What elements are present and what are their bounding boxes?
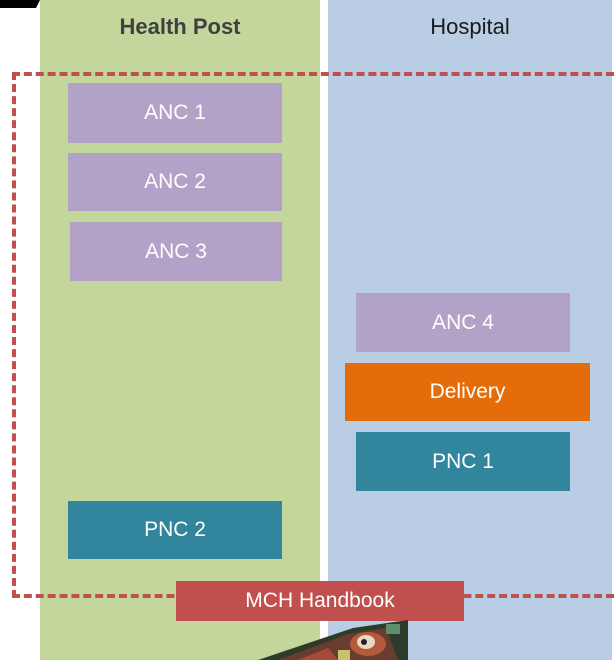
anc-3-box: ANC 3 xyxy=(70,222,282,281)
mch-handbook-label: MCH Handbook xyxy=(176,581,464,621)
anc-1-box: ANC 1 xyxy=(68,83,282,143)
pnc-2-box: PNC 2 xyxy=(68,501,282,559)
delivery-box: Delivery xyxy=(345,363,590,421)
mch-handbook-coverage-frame xyxy=(12,72,614,598)
anc-2-box: ANC 2 xyxy=(68,153,282,211)
pnc-1-box: PNC 1 xyxy=(356,432,570,491)
health-post-title: Health Post xyxy=(119,14,241,39)
anc-4-box: ANC 4 xyxy=(356,293,570,352)
hospital-title: Hospital xyxy=(430,14,510,39)
top-edge-fragment xyxy=(0,0,40,8)
handbook-photo-icon xyxy=(258,620,408,660)
